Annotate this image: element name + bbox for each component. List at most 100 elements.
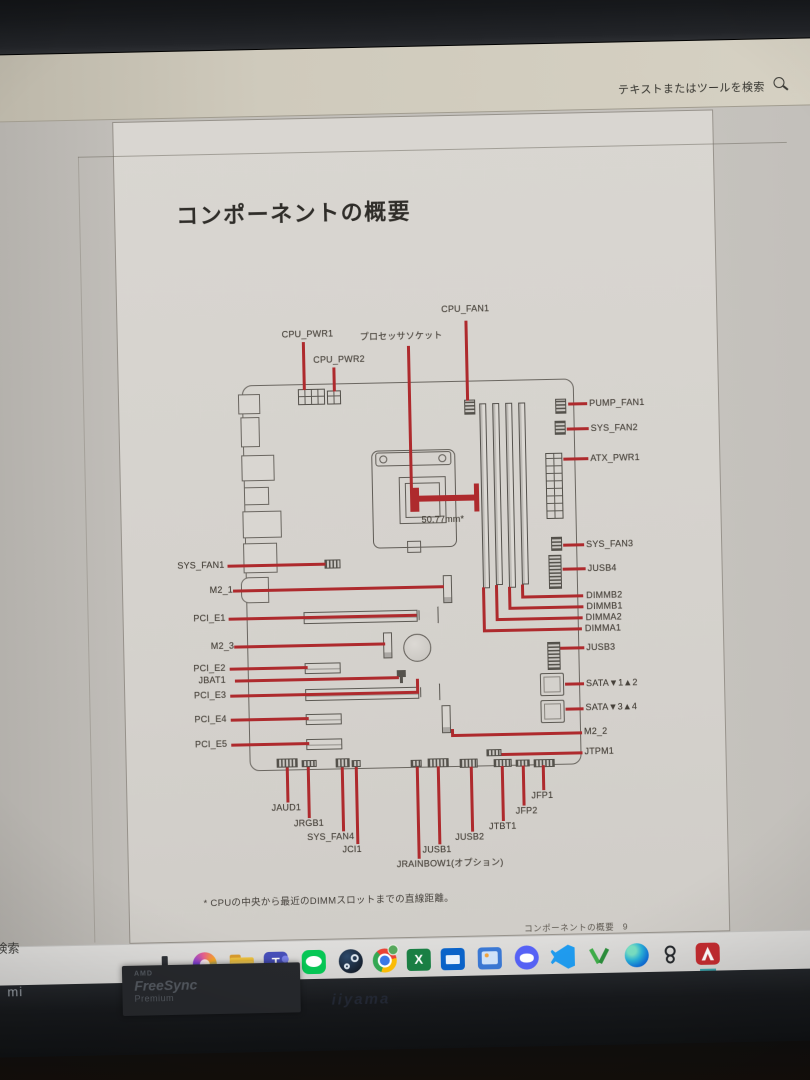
label-cpu-pwr1: CPU_PWR1	[281, 328, 334, 340]
label-dimmb1: DIMMB1	[586, 600, 623, 612]
excel-icon[interactable]: X	[406, 947, 433, 974]
label-jrgb1: JRGB1	[293, 817, 325, 829]
label-jusb3: JUSB3	[586, 641, 616, 653]
photos-icon[interactable]	[477, 945, 504, 972]
discord-icon[interactable]	[514, 944, 541, 971]
m2-1-slot	[442, 575, 453, 604]
leader-line	[563, 543, 585, 547]
jusb2-connector	[459, 758, 478, 768]
cpu-fan1-connector	[464, 399, 476, 415]
vscode-icon[interactable]	[549, 944, 576, 971]
acrobat-icon[interactable]	[695, 940, 722, 972]
leader-line	[565, 682, 585, 686]
rear-io-block	[237, 394, 261, 415]
line-icon[interactable]	[301, 949, 328, 976]
leader-line	[415, 678, 420, 692]
label-jfp2: JFP2	[515, 805, 538, 816]
pump-fan1-connector	[555, 398, 567, 414]
label-jusb4: JUSB4	[587, 562, 617, 574]
leader-line	[508, 586, 511, 609]
pci-e2-slot	[304, 662, 341, 675]
sys-fan1-connector	[324, 559, 341, 569]
mono-glyph-icon[interactable]	[661, 944, 682, 970]
label-jci1: JCI1	[342, 843, 362, 855]
label-cpu-fan1: CPU_FAN1	[441, 303, 490, 315]
sata-port-1-2	[539, 672, 565, 697]
leader-line	[560, 646, 585, 650]
taskbar-search-partial[interactable]: 検索	[0, 941, 20, 956]
label-dimma1: DIMMA1	[584, 622, 622, 634]
steam-icon[interactable]	[338, 948, 365, 975]
measure-line	[419, 494, 478, 502]
label-cpu-socket: プロセッサソケット	[359, 330, 443, 342]
label-dimma2: DIMMA2	[585, 611, 622, 623]
label-sys-fan2: SYS_FAN2	[590, 422, 638, 434]
pci-e5-slot	[306, 738, 343, 751]
edge-icon[interactable]	[623, 942, 650, 969]
leader-line	[563, 457, 589, 461]
sys-fan2-connector	[554, 420, 566, 435]
search-label[interactable]: テキストまたはツールを検索	[617, 81, 765, 97]
sys-fan4-connector	[335, 758, 350, 768]
rear-io-block	[240, 417, 261, 448]
rear-io-block	[242, 510, 282, 539]
label-jusb2: JUSB2	[455, 831, 485, 843]
leader-line	[565, 707, 584, 711]
bezel-partial-text: mi	[7, 984, 24, 1000]
leader-line	[562, 567, 586, 571]
label-sys-fan4: SYS_FAN4	[307, 831, 355, 843]
leader-line	[541, 765, 545, 791]
label-pci-e3: PCI_E3	[193, 689, 227, 701]
rear-io-block	[243, 542, 278, 574]
cpu-pwr1-connector	[297, 388, 326, 406]
monitor-brand-logo: iiyama	[331, 990, 391, 1009]
search-icon[interactable]	[773, 76, 785, 89]
page-title: コンポーネントの概要	[175, 198, 412, 229]
label-sata12: SATA▼1▲2	[585, 677, 638, 689]
chrome-icon[interactable]	[372, 944, 399, 974]
label-jfp1: JFP1	[531, 789, 554, 801]
label-jusb1: JUSB1	[422, 844, 452, 855]
label-pci-e5: PCI_E5	[194, 738, 228, 750]
jtpm1-connector	[486, 749, 502, 757]
label-sata34: SATA▼3▲4	[585, 701, 638, 713]
label-sys-fan3: SYS_FAN3	[586, 538, 634, 550]
label-measurement: 50.77mm*	[421, 513, 465, 525]
leader-line	[568, 402, 588, 406]
pci-e4-slot	[305, 713, 342, 726]
label-jbat1: JBAT1	[198, 674, 226, 686]
jaud1-connector	[276, 758, 298, 768]
leader-line	[566, 427, 589, 431]
label-atx-pwr1: ATX_PWR1	[590, 452, 640, 464]
label-jtbt1: JTBT1	[488, 820, 517, 832]
measure-cap	[473, 483, 480, 512]
sata-port-3-4	[540, 699, 565, 724]
label-cpu-pwr2: CPU_PWR2	[313, 353, 365, 365]
label-jaud1: JAUD1	[271, 802, 302, 813]
atx-pwr1-connector	[545, 452, 564, 520]
outlook-icon[interactable]	[440, 946, 468, 973]
m2-2-slot	[441, 705, 452, 734]
rear-io-block	[243, 486, 270, 506]
freesync-sticker: AMD FreeSync Premium	[121, 962, 301, 1017]
cpu-pwr2-connector	[326, 390, 342, 405]
label-sys-fan1: SYS_FAN1	[177, 559, 225, 571]
label-pci-e2: PCI_E2	[193, 662, 226, 674]
label-pump-fan1: PUMP_FAN1	[589, 396, 645, 409]
sys-fan3-connector	[550, 536, 563, 551]
green-v-icon[interactable]	[586, 943, 613, 970]
leader-line	[332, 367, 336, 392]
page-footer: コンポーネントの概要 9	[524, 921, 629, 934]
label-m2-3: M2_3	[210, 640, 235, 652]
motherboard-outline	[241, 378, 582, 772]
label-dimmb2: DIMMB2	[586, 589, 623, 601]
jusb3-connector	[547, 641, 561, 671]
jusb4-connector	[548, 554, 563, 589]
label-pci-e4: PCI_E4	[194, 713, 227, 725]
label-m2-1: M2_1	[209, 584, 234, 596]
label-jtpm1: JTPM1	[584, 745, 615, 757]
m2-3-slot	[382, 632, 393, 659]
rear-io-block	[241, 454, 275, 482]
